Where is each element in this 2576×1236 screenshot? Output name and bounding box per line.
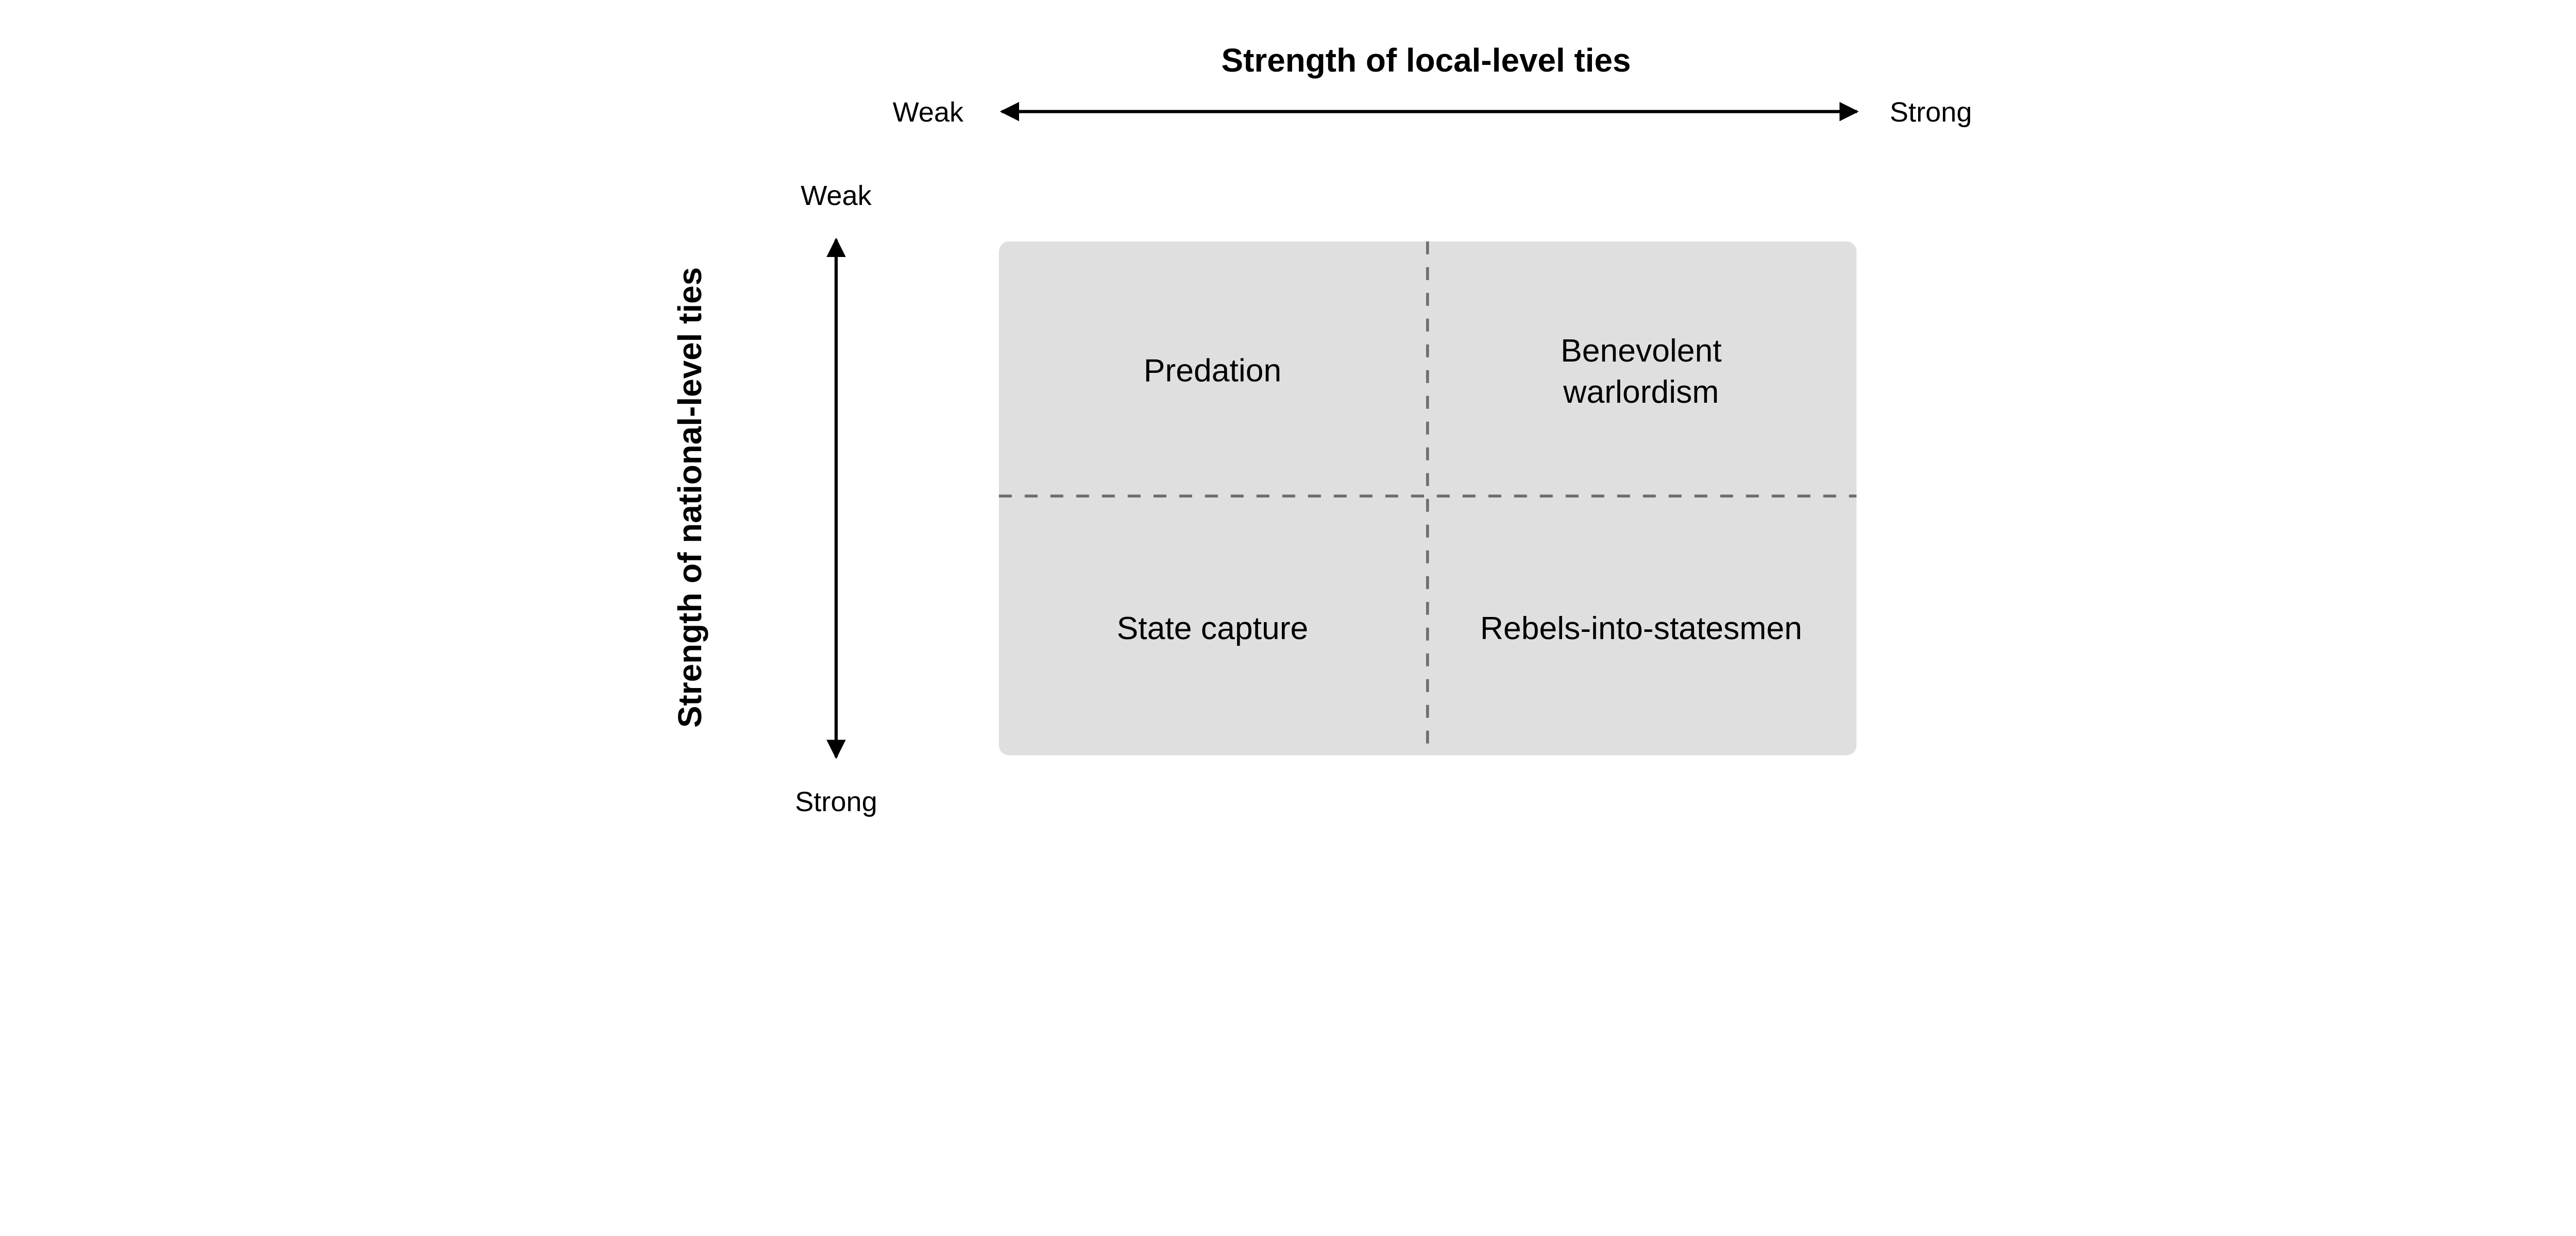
y-axis-weak-label: Weak xyxy=(801,180,872,211)
quadrant-rebels-into-statesmen: Rebels-into-statesmen xyxy=(1480,610,1802,646)
x-axis-weak-label: Weak xyxy=(893,97,964,128)
quadrant-box xyxy=(998,241,1857,756)
y-axis-strong-label: Strong xyxy=(795,786,877,817)
quadrant-benevolent-warlordism-line2: warlordism xyxy=(1563,374,1719,410)
y-axis-title: Strength of national-level ties xyxy=(671,267,708,728)
x-axis-strong-label: Strong xyxy=(1890,97,1972,128)
quadrant-predation: Predation xyxy=(1144,352,1281,388)
x-axis-title: Strength of local-level ties xyxy=(1222,42,1631,79)
typology-diagram: Strength of local-level ties Weak Strong… xyxy=(671,42,1972,817)
quadrant-benevolent-warlordism-line1: Benevolent xyxy=(1561,333,1722,369)
quadrant-state-capture: State capture xyxy=(1117,610,1309,646)
